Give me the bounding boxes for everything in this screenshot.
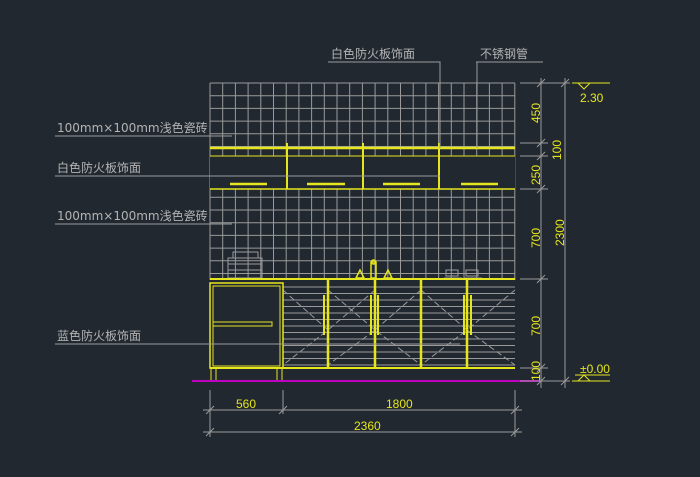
leader-lines [55, 61, 543, 345]
horizontal-dimension-lines [203, 390, 522, 437]
dim-100-top: 100 [550, 140, 564, 160]
dim-1800: 1800 [386, 397, 413, 411]
drawer-handle [212, 321, 273, 327]
dim-560: 560 [236, 397, 256, 411]
dim-700-upper: 700 [529, 228, 543, 248]
svg-text:2.30: 2.30 [580, 91, 604, 105]
label-white-panel-left: 白色防火板饰面 [57, 160, 141, 175]
lower-cabinet [209, 278, 516, 381]
dim-250: 250 [529, 165, 543, 185]
dim-2300: 2300 [553, 219, 567, 246]
label-white-panel-top: 白色防火板饰面 [331, 46, 415, 61]
elevation-mark-floor: ±0.00 [572, 362, 610, 382]
dim-100-bottom: 100 [529, 361, 543, 381]
elevation-mark-top: 2.30 [572, 82, 610, 105]
dim-700-lower: 700 [529, 316, 543, 336]
dish-rack [227, 251, 263, 279]
faucet [354, 259, 394, 279]
label-blue-panel: 蓝色防火板饰面 [57, 328, 141, 343]
vertical-dimension-lines [520, 78, 570, 388]
label-tile-lower: 100mm×100mm浅色瓷砖 [57, 208, 208, 223]
dim-450: 450 [529, 103, 543, 123]
door-handles [323, 295, 472, 335]
svg-text:±0.00: ±0.00 [580, 362, 610, 376]
upper-cabinet [210, 143, 515, 190]
label-tile-upper: 100mm×100mm浅色瓷砖 [57, 120, 208, 135]
label-steel-pipe: 不锈钢管 [480, 46, 528, 61]
dim-2360: 2360 [354, 419, 381, 433]
